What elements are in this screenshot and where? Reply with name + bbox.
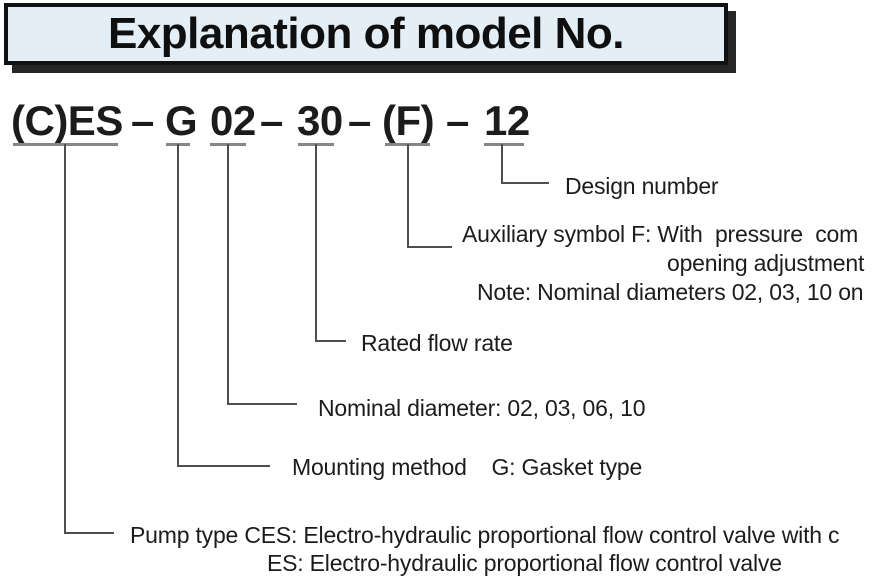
model-separator-dash: – — [348, 97, 371, 144]
model-segment-aux-symbol: (F) — [382, 97, 435, 144]
label-rated-flow-rate: Rated flow rate — [361, 330, 513, 356]
label-nominal-diameter: Nominal diameter: 02, 03, 06, 10 — [318, 395, 646, 421]
label-auxiliary-symbol-line2: opening adjustment — [667, 250, 865, 276]
model-segment-mounting: G — [165, 97, 198, 144]
leader-mounting-vertical — [177, 144, 179, 467]
leader-pump-type-horizontal — [64, 532, 114, 534]
underline-design-number — [484, 143, 524, 146]
label-auxiliary-symbol-line1: Auxiliary symbol F: With pressure com — [462, 221, 859, 247]
leader-design-number-horizontal — [501, 182, 549, 184]
leader-diameter-vertical — [227, 144, 229, 405]
model-segment-pump-type: (C)ES — [11, 97, 123, 144]
model-separator-dash: – — [131, 97, 154, 144]
leader-pump-type-vertical — [64, 144, 66, 534]
model-segment-flow-rate: 30 — [297, 97, 343, 144]
leader-mounting-horizontal — [177, 465, 270, 467]
title-banner: Explanation of model No. — [4, 3, 728, 65]
leader-aux-symbol-vertical — [407, 144, 409, 248]
leader-aux-symbol-horizontal — [407, 246, 452, 248]
label-design-number: Design number — [565, 173, 719, 199]
label-pump-type-line1: Pump type CES: Electro-hydraulic proport… — [130, 522, 840, 548]
label-auxiliary-note: Note: Nominal diameters 02, 03, 10 on — [477, 279, 864, 305]
leader-design-number-vertical — [501, 144, 503, 184]
leader-diameter-horizontal — [227, 403, 297, 405]
label-pump-type-line2: ES: Electro-hydraulic proportional flow … — [267, 550, 782, 576]
model-separator-dash: – — [446, 97, 469, 144]
model-segment-design-number: 12 — [484, 97, 530, 144]
model-segment-diameter: 02 — [210, 97, 256, 144]
leader-flow-rate-horizontal — [315, 340, 346, 342]
label-mounting-method: Mounting method G: Gasket type — [292, 454, 643, 480]
model-separator-dash: – — [260, 97, 283, 144]
leader-flow-rate-vertical — [315, 144, 317, 342]
page-title: Explanation of model No. — [107, 9, 625, 58]
